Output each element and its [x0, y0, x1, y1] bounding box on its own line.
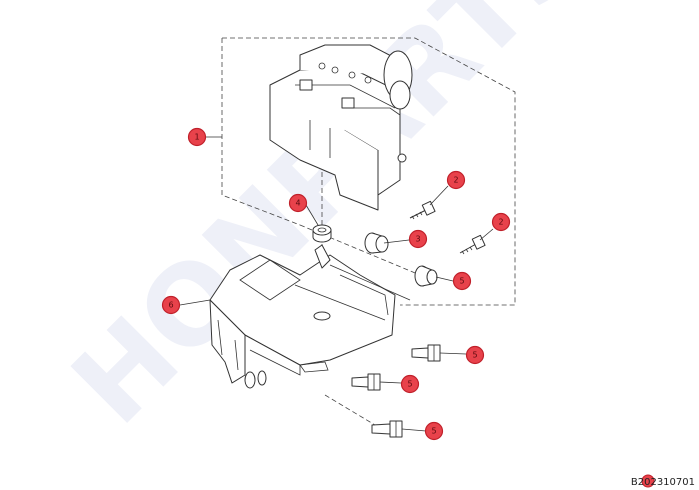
collar[interactable]	[364, 232, 389, 254]
callout-1-label: 1	[194, 133, 199, 142]
code-marker-icon	[641, 474, 655, 488]
callout-5-bolt-3[interactable]: 5	[424, 421, 444, 441]
callout-4[interactable]: 4	[288, 193, 308, 213]
callout-5-bolt-1[interactable]: 5	[465, 345, 485, 365]
bolt-middle[interactable]	[459, 234, 486, 255]
callout-4-label: 4	[295, 199, 300, 208]
callout-5-grommet-label: 5	[459, 277, 464, 286]
callout-3-label: 3	[415, 235, 420, 244]
callout-6-label: 6	[168, 301, 173, 310]
flange-bolt-2[interactable]	[351, 373, 381, 391]
callout-5-grommet[interactable]: 5	[452, 271, 472, 291]
flange-bolt-1[interactable]	[411, 344, 441, 362]
bolt-upper[interactable]	[409, 200, 436, 220]
callout-5-bolt-2-label: 5	[407, 380, 412, 389]
callout-2-lower-label: 2	[498, 218, 503, 227]
assembly-boundary	[221, 37, 516, 306]
callout-2-upper-label: 2	[453, 176, 458, 185]
nut[interactable]	[312, 224, 332, 243]
callout-5-bolt-3-label: 5	[431, 427, 436, 436]
flange-bolt-3[interactable]	[371, 420, 403, 438]
callout-5-bolt-2[interactable]: 5	[400, 374, 420, 394]
abs-modulator-unit[interactable]	[269, 44, 413, 211]
grommet[interactable]	[414, 265, 438, 287]
leader-lines	[179, 136, 494, 432]
abs-bracket[interactable]	[209, 244, 396, 389]
diagram-code: B202310701	[630, 477, 695, 488]
callout-5-bolt-1-label: 5	[472, 351, 477, 360]
callout-1[interactable]: 1	[187, 127, 207, 147]
callout-2-upper[interactable]: 2	[446, 170, 466, 190]
callout-3[interactable]: 3	[408, 229, 428, 249]
callout-6[interactable]: 6	[161, 295, 181, 315]
callout-2-lower[interactable]: 2	[491, 212, 511, 232]
